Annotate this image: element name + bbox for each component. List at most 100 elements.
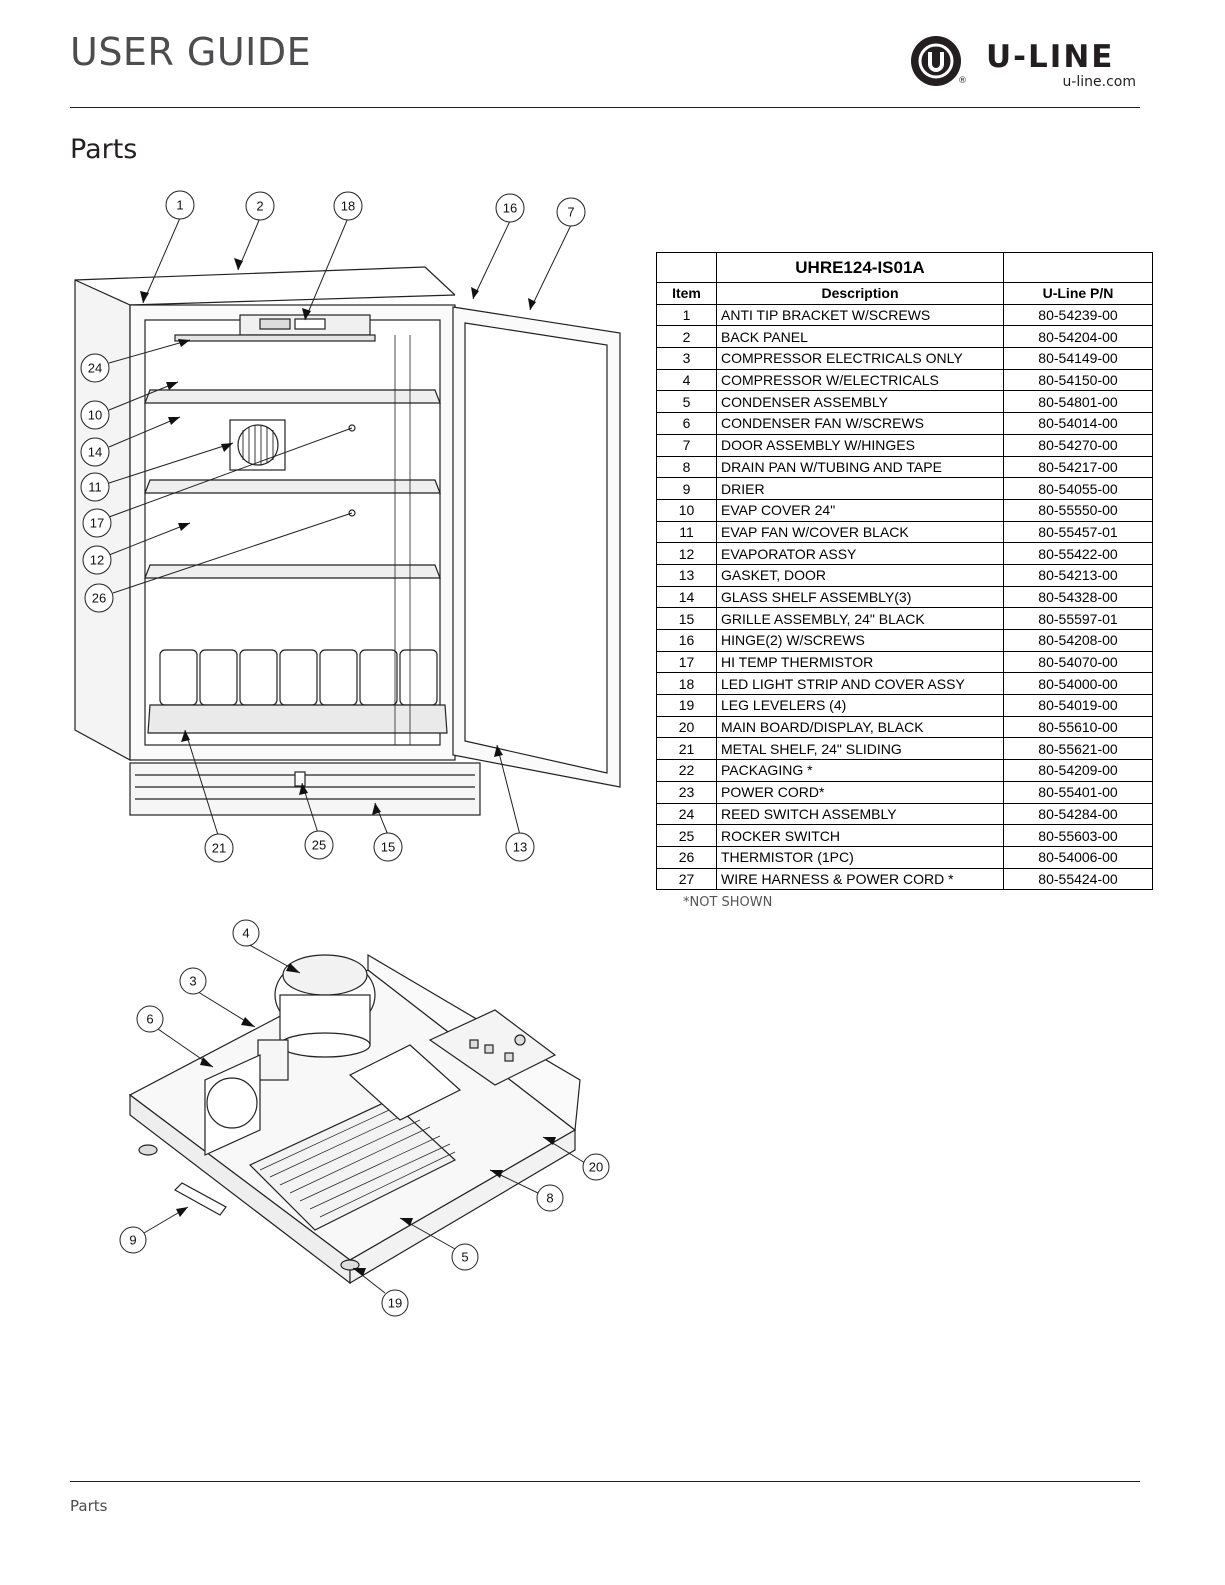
description-cell: THERMISTOR (1PC): [716, 845, 1004, 869]
item-cell: 26: [656, 845, 717, 869]
callout-8: 8: [546, 1191, 553, 1206]
description-cell: DOOR ASSEMBLY W/HINGES: [716, 433, 1004, 457]
callout-21: 21: [212, 841, 226, 856]
item-cell: 22: [656, 759, 717, 782]
part-number-cell: 80-55401-00: [1003, 780, 1153, 804]
callout-12: 12: [90, 553, 104, 568]
callout-16: 16: [503, 201, 517, 216]
callout-14: 14: [88, 445, 102, 460]
description-cell: HINGE(2) W/SCREWS: [716, 629, 1004, 652]
description-cell: EVAP COVER 24": [716, 498, 1004, 522]
description-cell: EVAPORATOR ASSY: [716, 542, 1004, 565]
description-cell: DRAIN PAN W/TUBING AND TAPE: [716, 455, 1004, 479]
description-cell: REED SWITCH ASSEMBLY: [716, 802, 1004, 826]
part-number-cell: 80-54328-00: [1003, 585, 1153, 609]
part-number-cell: 80-54055-00: [1003, 477, 1153, 500]
callout-4: 4: [242, 926, 249, 941]
part-number-cell: 80-54801-00: [1003, 390, 1153, 414]
callout-10: 10: [88, 408, 102, 423]
part-number-cell: 80-55422-00: [1003, 542, 1153, 565]
u-line-logo-icon: [911, 36, 961, 86]
part-number-cell: 80-54217-00: [1003, 455, 1153, 479]
item-cell: 14: [656, 585, 717, 609]
callout-20: 20: [589, 1160, 603, 1175]
part-number-cell: 80-55610-00: [1003, 715, 1153, 739]
callout-1: 1: [176, 198, 183, 213]
description-cell: WIRE HARNESS & POWER CORD *: [716, 867, 1004, 891]
part-number-cell: 80-55621-00: [1003, 737, 1153, 761]
part-number-cell: 80-54208-00: [1003, 629, 1153, 652]
description-cell: COMPRESSOR ELECTRICALS ONLY: [716, 347, 1004, 370]
item-cell: 16: [656, 629, 717, 652]
header-item: Item: [656, 282, 717, 305]
part-number-cell: 80-54270-00: [1003, 433, 1153, 457]
parts-table: UHRE124-IS01A Item Description U-Line P/…: [656, 252, 1153, 891]
refrigerator-exploded-diagram: 1 2 18 16 7 24 10 14 11 17 12 26 21 25 1…: [74, 190, 621, 863]
description-cell: BACK PANEL: [716, 325, 1004, 349]
part-number-cell: 80-54150-00: [1003, 368, 1153, 392]
model-number: UHRE124-IS01A: [716, 252, 1004, 283]
description-cell: CONDENSER ASSEMBLY: [716, 390, 1004, 414]
description-cell: GRILLE ASSEMBLY, 24" BLACK: [716, 607, 1004, 630]
item-cell: 13: [656, 563, 717, 587]
part-number-cell: 80-54209-00: [1003, 759, 1153, 782]
item-cell: 1: [656, 303, 717, 327]
part-number-cell: 80-55424-00: [1003, 867, 1153, 891]
part-number-cell: 80-54204-00: [1003, 325, 1153, 349]
registered-mark: ®: [958, 76, 967, 86]
item-cell: 2: [656, 325, 717, 349]
description-cell: ANTI TIP BRACKET W/SCREWS: [716, 303, 1004, 327]
description-cell: CONDENSER FAN W/SCREWS: [716, 412, 1004, 435]
item-cell: 8: [656, 455, 717, 479]
description-cell: GLASS SHELF ASSEMBLY(3): [716, 585, 1004, 609]
item-cell: 7: [656, 433, 717, 457]
logo-url: u-line.com: [1062, 74, 1136, 90]
brand-logo: ® U-LINE u-line.com: [908, 34, 1138, 94]
description-cell: ROCKER SWITCH: [716, 824, 1004, 847]
callout-15: 15: [381, 840, 395, 855]
part-number-cell: 80-54239-00: [1003, 303, 1153, 327]
description-cell: GASKET, DOOR: [716, 563, 1004, 587]
callout-17: 17: [90, 516, 104, 531]
part-number-cell: 80-55603-00: [1003, 824, 1153, 847]
description-cell: LED LIGHT STRIP AND COVER ASSY: [716, 672, 1004, 696]
item-cell: 24: [656, 802, 717, 826]
header-divider: [70, 107, 1140, 108]
logo-wordmark: U-LINE: [986, 39, 1115, 75]
part-number-cell: 80-54000-00: [1003, 672, 1153, 696]
description-cell: HI TEMP THERMISTOR: [716, 650, 1004, 674]
description-cell: PACKAGING *: [716, 759, 1004, 782]
header-part-number: U-Line P/N: [1003, 282, 1153, 305]
item-cell: 18: [656, 672, 717, 696]
callout-18: 18: [341, 199, 355, 214]
item-cell: 4: [656, 368, 717, 392]
item-cell: 27: [656, 867, 717, 891]
part-number-cell: 80-54014-00: [1003, 412, 1153, 435]
item-cell: 15: [656, 607, 717, 630]
item-cell: 10: [656, 498, 717, 522]
document-title: USER GUIDE: [70, 30, 312, 74]
callout-26: 26: [92, 591, 106, 606]
item-cell: 17: [656, 650, 717, 674]
item-cell: 25: [656, 824, 717, 847]
callout-24: 24: [88, 361, 102, 376]
item-cell: 6: [656, 412, 717, 435]
item-cell: 20: [656, 715, 717, 739]
